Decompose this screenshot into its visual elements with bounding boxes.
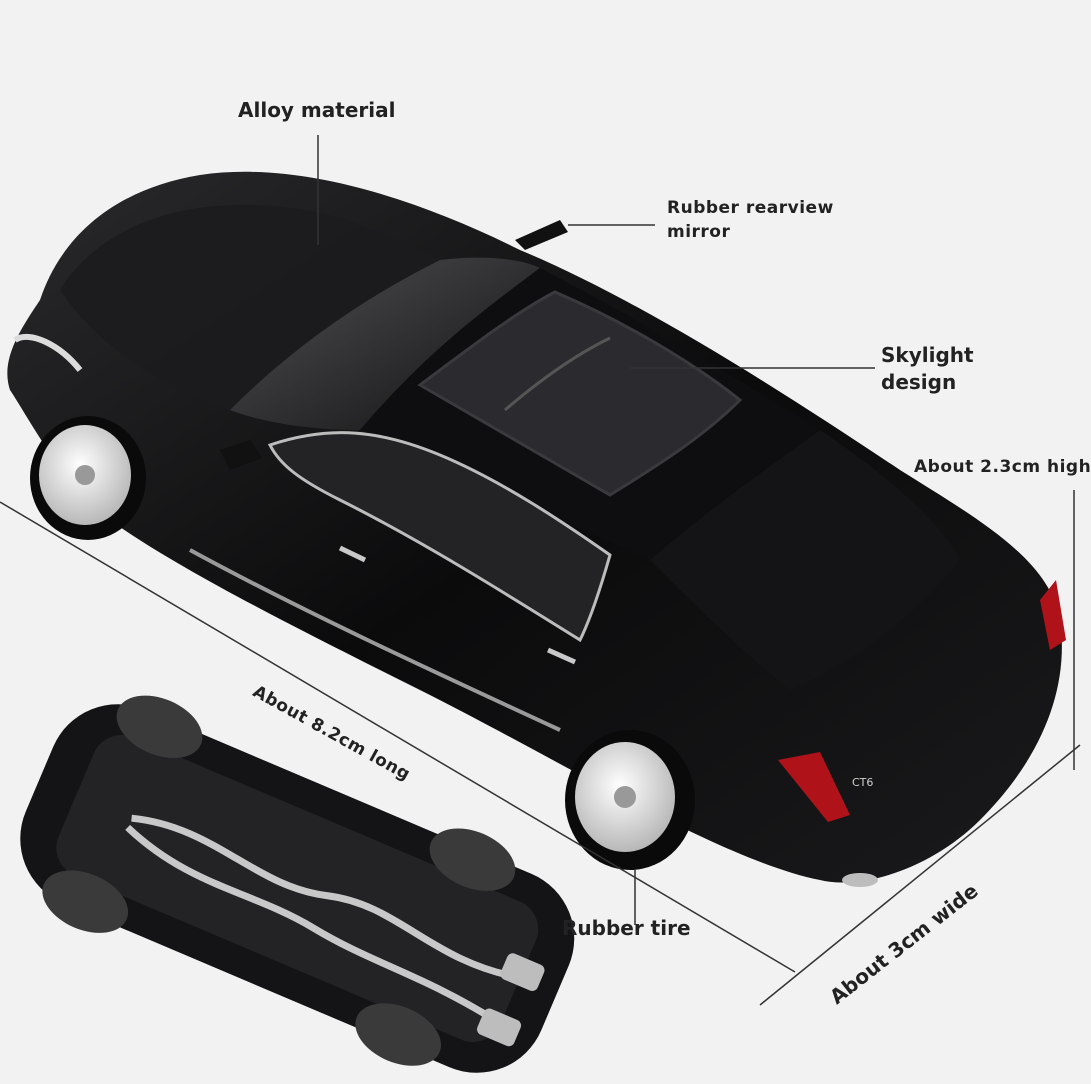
rear-window: [650, 430, 960, 690]
width-dimension-line: [759, 744, 1081, 1006]
door-handle: [338, 545, 367, 563]
underside-tire: [116, 695, 203, 759]
skylight: [417, 290, 743, 497]
car-underside-view: [20, 695, 575, 1073]
windshield: [230, 257, 540, 430]
side-trim: [189, 548, 561, 732]
muffler: [500, 953, 545, 991]
side-windows: [267, 431, 612, 643]
car-top-view: CT6: [7, 171, 1066, 887]
door-handle: [546, 647, 577, 665]
dimension-lines: [0, 135, 1081, 1006]
exhaust-pipe: [125, 824, 503, 1027]
underside-tire: [42, 870, 129, 933]
headlight: [13, 333, 83, 372]
model-badge: CT6: [852, 776, 873, 789]
rearview-mirror-label-line1: Rubber rearview: [667, 198, 834, 218]
height-label: About 2.3cm high: [914, 457, 1091, 477]
alloy-material-label: Alloy material: [238, 98, 396, 122]
taillight: [778, 752, 850, 822]
underside-tire: [355, 1003, 442, 1066]
rearview-mirror: [515, 220, 568, 250]
exhaust-tip: [842, 873, 878, 887]
length-dimension-line: [0, 501, 796, 973]
skylight-divider: [504, 336, 611, 412]
muffler: [477, 1008, 522, 1047]
skylight-label-line1: Skylight: [881, 343, 974, 367]
underside-tire: [429, 828, 516, 891]
rear-hub: [614, 786, 636, 808]
front-hub: [75, 465, 95, 485]
rearview-mirror-label-line2: mirror: [667, 222, 731, 242]
rubber-tire-label: Rubber tire: [562, 916, 691, 940]
taillight: [1040, 580, 1066, 650]
exhaust-pipe: [131, 814, 521, 982]
skylight-label-line2: design: [881, 370, 957, 394]
hood: [60, 204, 440, 410]
left-mirror: [220, 440, 262, 470]
